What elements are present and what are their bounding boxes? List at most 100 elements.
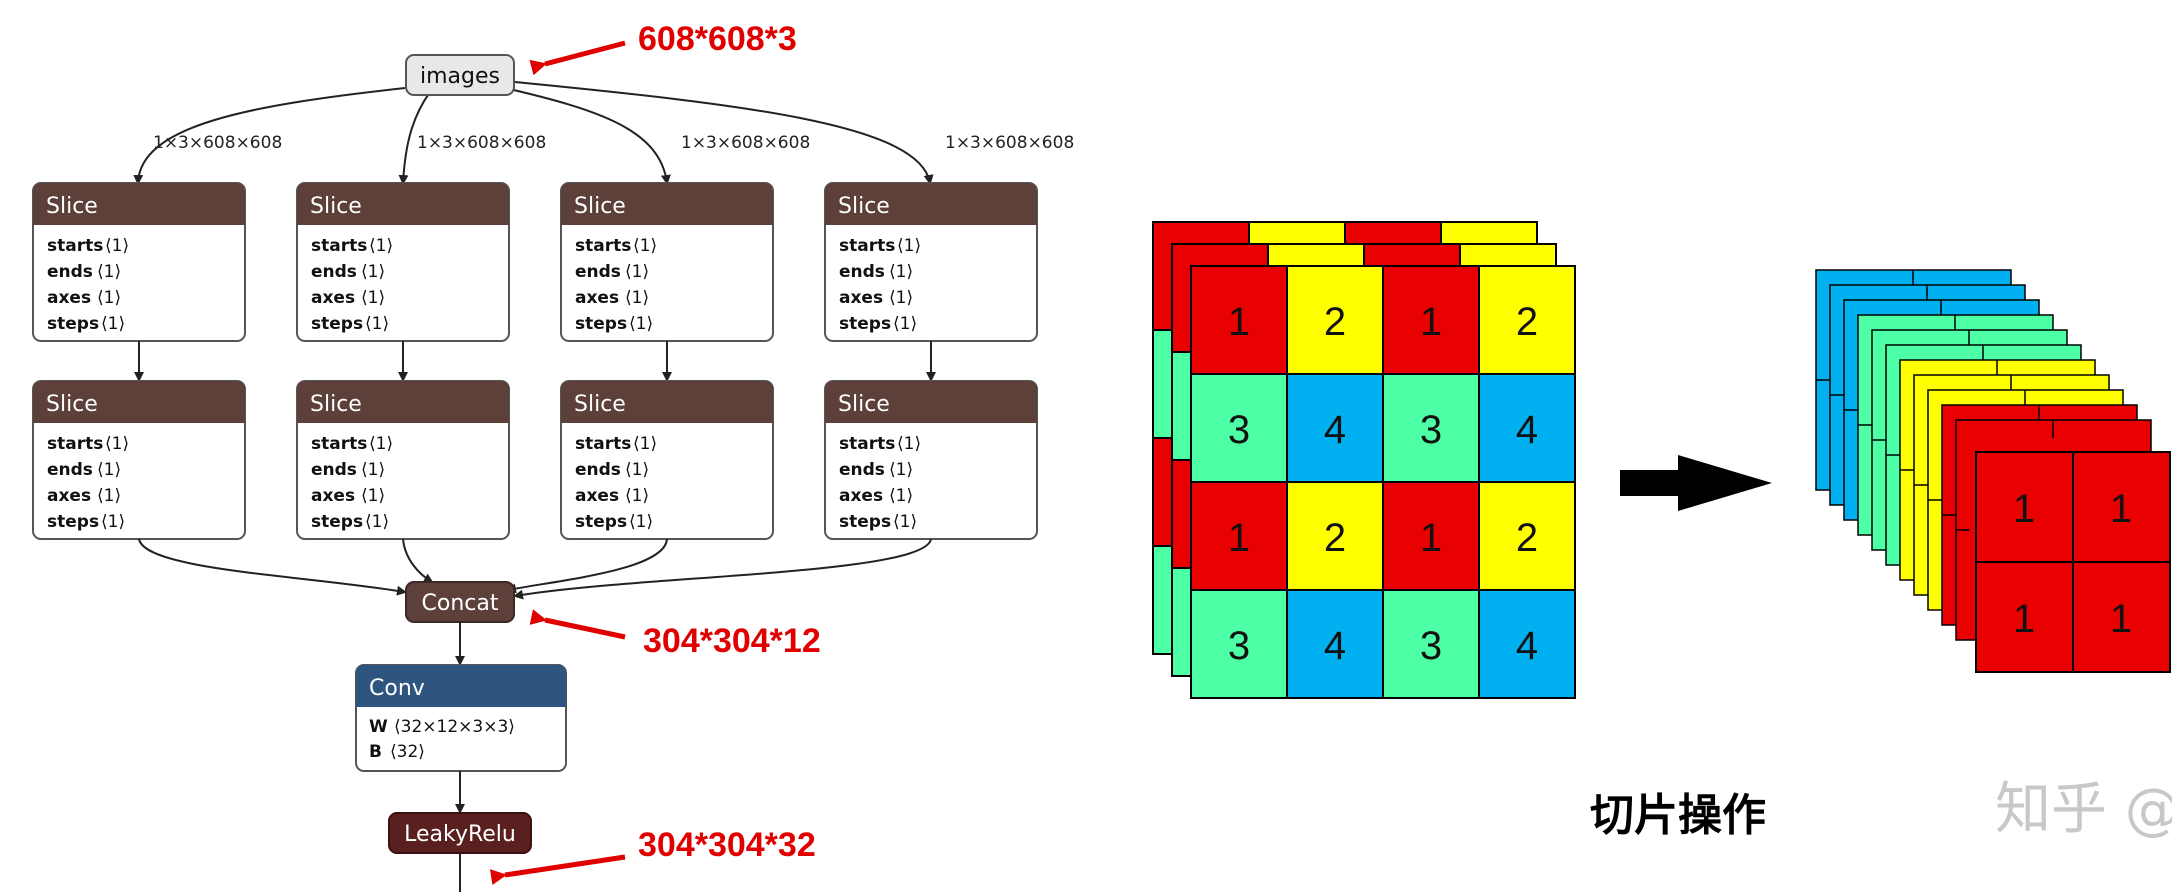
attr-key: starts	[575, 236, 631, 256]
annotation-arrow-output	[489, 854, 626, 885]
arrow-icon	[1620, 455, 1772, 511]
attr-value: ⟨1⟩	[361, 460, 385, 480]
attr-value: ⟨1⟩	[97, 460, 121, 480]
grid-cell	[1383, 374, 1479, 482]
attr-key: axes	[47, 486, 91, 506]
attr-value: ⟨1⟩	[889, 460, 913, 480]
attr-key: axes	[839, 288, 883, 308]
grid-number: 3	[1228, 624, 1250, 668]
slice-title: Slice	[574, 194, 626, 219]
attr-key: axes	[839, 486, 883, 506]
attr-key: starts	[839, 434, 895, 454]
slice-row-2: Slice starts ⟨1⟩ ends ⟨1⟩ axes ⟨1⟩ steps…	[32, 380, 1038, 540]
node-leakyrelu[interactable]: LeakyRelu	[388, 812, 532, 854]
grid-cell	[1479, 266, 1575, 374]
annotation-output-size: 304*304*32	[638, 826, 816, 864]
attr-value: ⟨1⟩	[633, 434, 657, 454]
attr-value: ⟨1⟩	[101, 512, 125, 532]
attr-key: axes	[47, 288, 91, 308]
attr-key: axes	[311, 288, 355, 308]
attr-value: ⟨1⟩	[633, 236, 657, 256]
input-grid: 1 2 1 2 3 4 3 4 1 2 1 2 3 4 3 4	[1190, 265, 1576, 699]
attr-key: ends	[839, 460, 885, 480]
slicing-figure: 1 2 1 2 3 4 3 4 1 2 1 2 3 4 3 4	[1152, 221, 2172, 842]
attr-key: ends	[47, 262, 93, 282]
slice-node[interactable]: Slice starts ⟨1⟩ ends ⟨1⟩ axes ⟨1⟩ steps…	[296, 182, 510, 342]
annotation-arrow-concat	[529, 609, 626, 640]
grid-cell	[1287, 374, 1383, 482]
attr-key: ends	[839, 262, 885, 282]
grid-cell	[1191, 266, 1287, 374]
slice-node[interactable]: Slice starts ⟨1⟩ ends ⟨1⟩ axes ⟨1⟩ steps…	[560, 182, 774, 342]
node-conv[interactable]: Conv W ⟨32×12×3×3⟩ B ⟨32⟩	[355, 664, 567, 772]
attr-value: ⟨1⟩	[97, 262, 121, 282]
output-front-layer: 1 1 1 1	[1975, 451, 2171, 673]
attr-value: ⟨1⟩	[889, 486, 913, 506]
conv-title: Conv	[369, 676, 425, 701]
attr-value: ⟨1⟩	[105, 434, 129, 454]
attr-value: ⟨1⟩	[629, 512, 653, 532]
attr-key: steps	[311, 512, 363, 532]
annotation-input-size: 608*608*3	[638, 20, 797, 58]
slice-node[interactable]: Slice starts ⟨1⟩ ends ⟨1⟩ axes ⟨1⟩ steps…	[824, 182, 1038, 342]
slice-node[interactable]: Slice starts ⟨1⟩ ends ⟨1⟩ axes ⟨1⟩ steps…	[824, 380, 1038, 540]
attr-value: ⟨32⟩	[390, 742, 425, 762]
attr-key: ends	[47, 460, 93, 480]
attr-key: starts	[311, 236, 367, 256]
attr-value: ⟨1⟩	[365, 314, 389, 334]
attr-value: ⟨1⟩	[625, 288, 649, 308]
attr-key: steps	[575, 314, 627, 334]
attr-key: ends	[575, 460, 621, 480]
grid-number: 3	[1420, 408, 1442, 452]
output-number: 1	[2110, 597, 2132, 641]
grid-cell	[1191, 374, 1287, 482]
slice-title: Slice	[574, 392, 626, 417]
attr-value: ⟨1⟩	[625, 460, 649, 480]
grid-number: 2	[1516, 516, 1538, 560]
attr-value: ⟨1⟩	[893, 314, 917, 334]
edge-images-slice-3	[504, 87, 671, 185]
slice-title: Slice	[838, 392, 890, 417]
attr-value: ⟨32×12×3×3⟩	[394, 717, 515, 737]
attr-key: B	[369, 742, 382, 762]
edge-concat-3	[506, 538, 668, 594]
edge-images-slice-1	[133, 87, 406, 185]
attr-key: steps	[839, 512, 891, 532]
attr-value: ⟨1⟩	[897, 434, 921, 454]
grid-cell	[1287, 266, 1383, 374]
grid-cell	[1191, 482, 1287, 590]
slice-title: Slice	[838, 194, 890, 219]
attr-value: ⟨1⟩	[365, 512, 389, 532]
edge-label-2: 1×3×608×608	[417, 133, 546, 153]
attr-value: ⟨1⟩	[625, 262, 649, 282]
slice-node[interactable]: Slice starts ⟨1⟩ ends ⟨1⟩ axes ⟨1⟩ steps…	[560, 380, 774, 540]
figure-caption: 切片操作	[1590, 790, 1766, 841]
slice-node[interactable]: Slice starts ⟨1⟩ ends ⟨1⟩ axes ⟨1⟩ steps…	[296, 380, 510, 540]
grid-number: 3	[1228, 408, 1250, 452]
grid-number: 1	[1420, 300, 1442, 344]
grid-number: 4	[1324, 408, 1346, 452]
edge-label-4: 1×3×608×608	[945, 133, 1074, 153]
grid-number: 4	[1516, 624, 1538, 668]
grid-number: 3	[1420, 624, 1442, 668]
node-images[interactable]: images	[405, 54, 515, 96]
slice-node[interactable]: Slice starts ⟨1⟩ ends ⟨1⟩ axes ⟨1⟩ steps…	[32, 182, 246, 342]
attr-value: ⟨1⟩	[889, 288, 913, 308]
slice-title: Slice	[46, 392, 98, 417]
attr-value: ⟨1⟩	[97, 288, 121, 308]
attr-value: ⟨1⟩	[361, 288, 385, 308]
node-concat-label: Concat	[422, 591, 499, 616]
attr-value: ⟨1⟩	[361, 262, 385, 282]
edge-concat-4	[513, 538, 932, 600]
attr-key: steps	[311, 314, 363, 334]
node-images-label: images	[420, 64, 500, 89]
edge-images-slice-4	[514, 81, 934, 185]
grid-number: 2	[1516, 300, 1538, 344]
attr-key: ends	[311, 460, 357, 480]
onnx-graph: 1×3×608×608 1×3×608×608 1×3×608×608 1×3×…	[32, 20, 1074, 892]
grid-cell	[1287, 590, 1383, 698]
slice-node[interactable]: Slice starts ⟨1⟩ ends ⟨1⟩ axes ⟨1⟩ steps…	[32, 380, 246, 540]
node-concat[interactable]: Concat	[405, 581, 515, 623]
slice-title: Slice	[310, 194, 362, 219]
